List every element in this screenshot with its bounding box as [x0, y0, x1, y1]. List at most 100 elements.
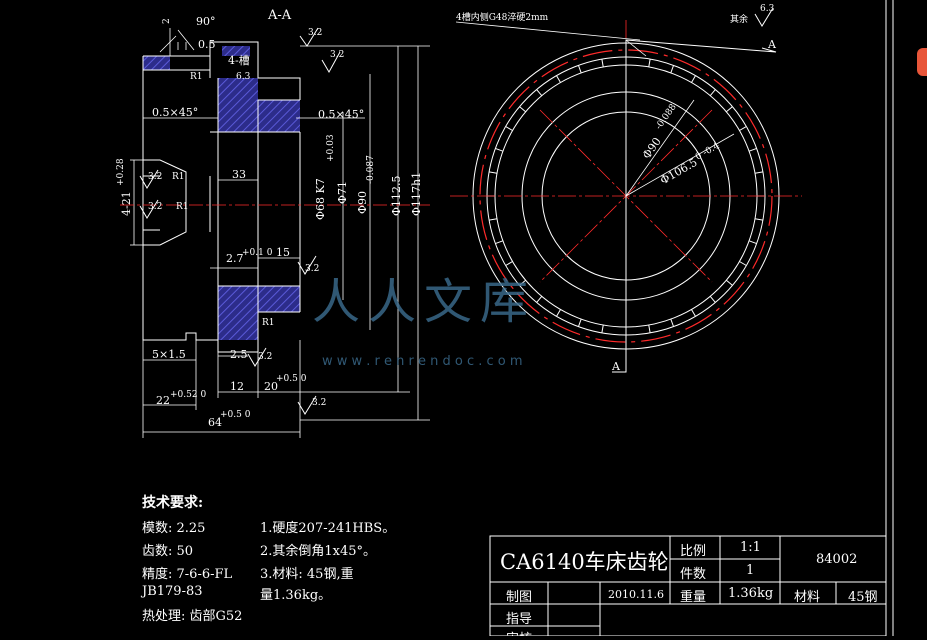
dim-64: 64: [208, 416, 222, 429]
drawn-date: 2010.11.6: [608, 588, 664, 601]
dim-2: 2: [162, 18, 172, 24]
tooth-divider: [748, 240, 757, 245]
section-title: A-A: [268, 8, 292, 23]
tooth-divider: [648, 59, 651, 68]
hatch-tooth: [222, 46, 250, 56]
tooth-divider: [670, 65, 675, 74]
tooth-divider: [505, 261, 513, 266]
side-badge[interactable]: [917, 48, 927, 76]
material-value: 45钢: [848, 590, 878, 605]
dim-angle-90: 90°: [196, 15, 216, 28]
dim-2-5: 2.5: [230, 348, 248, 361]
rest-label: 其余: [730, 15, 749, 25]
dimension-lines: [130, 28, 430, 438]
tooth-divider: [556, 75, 561, 83]
tooth-divider: [601, 59, 604, 68]
material-label: 材料: [794, 590, 821, 605]
tooth-divider: [519, 106, 526, 113]
guide-label: 指导: [506, 612, 533, 627]
tech-right-3: 量1.36kg。: [260, 588, 332, 603]
tooth-divider: [648, 324, 651, 333]
dim-22-tol: +0.52 0: [170, 390, 207, 400]
tooth-divider: [709, 296, 716, 303]
tech-left-2: 精度: 7-6-6-FL: [142, 567, 233, 582]
tooth-divider: [577, 65, 582, 74]
tooth-divider: [489, 218, 498, 221]
hatch-top-left: [143, 56, 170, 70]
review-label: 审核: [506, 628, 532, 636]
dim-r1-d: R1: [262, 318, 275, 328]
drawn-label: 制图: [506, 590, 533, 605]
dim-15: 15: [276, 246, 290, 259]
roughness-3-2-e: 3.2: [305, 264, 320, 274]
dim-bore-k7: Φ68 K7: [314, 178, 327, 220]
dim-r1-a: R1: [190, 72, 203, 82]
dim-20: 20: [264, 380, 278, 393]
tooth-divider: [495, 240, 504, 245]
tooth-divider: [739, 261, 747, 266]
dim-12: 12: [230, 380, 244, 393]
dim-5x1-5: 5×1.5: [152, 348, 186, 361]
dim-112-5: Φ112.5: [390, 175, 403, 216]
tooth-divider: [536, 296, 543, 303]
tooth-divider: [726, 106, 733, 113]
count-value: 1: [746, 563, 755, 578]
drawing-number: 84002: [816, 552, 858, 567]
dim-71: Φ71: [336, 180, 349, 204]
dim-117h1: Φ117h1: [410, 171, 423, 216]
tech-heading: 技术要求:: [142, 495, 204, 511]
tooth-divider: [739, 126, 747, 131]
drawing-border: [885, 0, 894, 636]
tech-right-0: 1.硬度207-241HBS。: [260, 521, 396, 536]
tooth-divider: [691, 75, 696, 83]
tooth-divider: [505, 126, 513, 131]
dim-90-tol: -0.087: [366, 155, 376, 184]
section-a-top: A: [768, 38, 776, 51]
tooth-divider: [670, 318, 675, 327]
tooth-divider: [601, 324, 604, 333]
tooth-divider: [489, 171, 498, 174]
dim-2-7-tol: +0.1 0: [242, 248, 273, 258]
tooth-divider: [556, 309, 561, 317]
dim-20-tol: +0.5 0: [276, 374, 307, 384]
tooth-divider: [495, 147, 504, 152]
hatch-hub-bottom: [218, 286, 300, 340]
dim-22: 22: [156, 394, 170, 407]
dim-0-5: 0.5: [198, 38, 216, 51]
roughness-3-2-f: 3.2: [258, 352, 273, 362]
roughness-3-2-g: 3.2: [312, 398, 327, 408]
roughness-symbols: [139, 7, 774, 415]
roughness-6-3: 6.3: [236, 72, 251, 82]
weight-value: 1.36kg: [728, 586, 774, 601]
tech-left-3: JB179-83: [142, 584, 203, 599]
dim-4-grooves: 4-槽: [228, 54, 250, 67]
tech-left-1: 齿数: 50: [142, 544, 194, 559]
section-view: [130, 28, 430, 438]
hatch-hub-top: [218, 78, 300, 132]
tooth-divider: [726, 279, 733, 286]
part-name: CA6140车床齿轮: [500, 550, 669, 574]
tooth-divider: [519, 279, 526, 286]
roughness-top: 6.3: [760, 4, 775, 14]
dim-r1-c: R1: [176, 202, 189, 212]
tooth-divider: [536, 89, 543, 96]
roughness-3-2-a: 3.2: [308, 28, 323, 38]
tooth-divider: [754, 218, 763, 221]
dim-chamfer-right: 0.5×45°: [318, 108, 365, 121]
dim-bore-tol: +0.03: [326, 134, 336, 162]
watermark-logo: 人人文库: [312, 274, 537, 330]
scale-value: 1:1: [740, 540, 761, 555]
dim-4-21: 4-21: [120, 191, 133, 216]
scale-label: 比例: [680, 544, 707, 559]
tooth-divider: [691, 309, 696, 317]
groove-note: 4槽内侧G48淬硬2mm: [456, 13, 549, 23]
dim-r1-b: R1: [172, 172, 185, 182]
tooth-divider: [709, 89, 716, 96]
dim-2-7: 2.7: [226, 252, 244, 265]
dim-chamfer-left: 0.5×45°: [152, 106, 199, 119]
tech-right-1: 2.其余倒角1x45°。: [260, 544, 377, 559]
circular-view: [450, 20, 802, 373]
dim-64-tol: +0.5 0: [220, 410, 251, 420]
